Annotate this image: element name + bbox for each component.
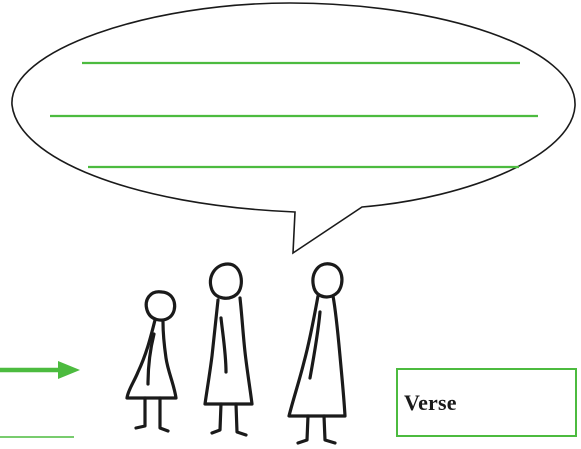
figure-right	[287, 262, 347, 445]
figure-left	[125, 290, 178, 433]
figure-middle-arm	[219, 316, 228, 374]
figure-middle	[203, 262, 254, 437]
verse-label: Verse	[404, 389, 457, 415]
figure-middle-legs	[210, 402, 248, 437]
figure-left-robe	[125, 318, 178, 400]
speech-bubble	[11, 2, 576, 255]
figure-right-robe	[287, 294, 347, 418]
figure-right-legs	[296, 414, 337, 445]
figure-left-head	[144, 290, 177, 322]
figure-right-arm	[308, 310, 322, 380]
figure-middle-head	[208, 262, 243, 300]
verse-box: Verse	[396, 368, 577, 437]
arrow-head	[58, 361, 80, 379]
pointer-arrow	[0, 361, 80, 379]
figure-middle-robe	[203, 296, 254, 406]
speech-bubble-outline	[11, 2, 576, 255]
figure-left-arm	[146, 332, 156, 386]
figure-left-legs	[134, 396, 170, 433]
figure-right-head	[311, 262, 344, 299]
